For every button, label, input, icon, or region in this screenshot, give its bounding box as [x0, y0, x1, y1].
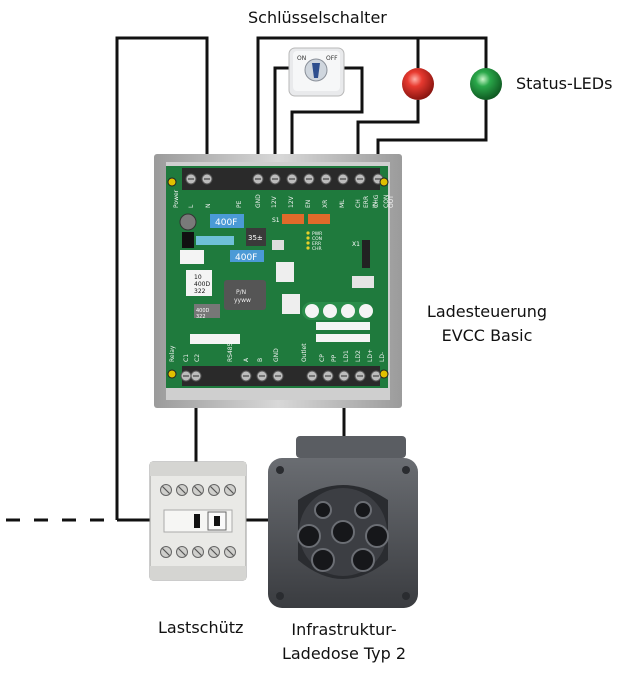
top-terminal-screws	[185, 173, 384, 185]
contactor-screw-slot	[226, 486, 234, 494]
status-leds-label: Status-LEDs	[516, 74, 613, 93]
contactor	[149, 461, 247, 581]
wire-mains-left	[115, 36, 209, 520]
terminal-label: GND	[255, 194, 262, 208]
component-label-7: yyww	[234, 297, 251, 304]
socket-pin	[365, 524, 389, 548]
terminal-label: ML	[339, 199, 346, 208]
controller-label: Ladesteuerung EVCC Basic	[412, 300, 562, 348]
terminal-label: N	[205, 204, 212, 209]
contactor-screw-slot	[162, 548, 170, 556]
terminal-label: IN	[372, 202, 379, 208]
contactor-top-screws	[160, 484, 236, 496]
terminal-label: 12V	[288, 195, 295, 208]
terminal-label: LD+	[367, 349, 374, 362]
component-label-13: CON	[312, 236, 322, 242]
component-label-15: CHR	[312, 246, 322, 252]
contactor-screw-slot	[226, 548, 234, 556]
wire-led-red	[356, 100, 420, 180]
key-switch-off-text: OFF	[326, 55, 338, 62]
socket-pins	[297, 501, 389, 572]
led-red	[402, 68, 434, 100]
controller-label-line1: Ladesteuerung	[426, 302, 548, 321]
component-label-1: 35±	[248, 234, 263, 242]
terminal-label: PP	[331, 354, 338, 362]
contactor-label: Lastschütz	[158, 618, 244, 637]
contactor-screw-slot	[210, 486, 218, 494]
led-green	[470, 68, 502, 100]
charging-socket	[268, 436, 418, 608]
socket-label-line2: Ladedose Typ 2	[281, 644, 407, 663]
terminal-label: RS485	[227, 342, 234, 362]
terminal-label: L	[188, 204, 195, 208]
terminal-label: EN	[305, 200, 312, 208]
terminal-label: LD2	[355, 350, 362, 362]
socket-pin	[311, 548, 335, 572]
component-label-3: 10	[194, 274, 202, 281]
socket-pin	[351, 548, 375, 572]
terminal-label: C2	[194, 354, 201, 362]
terminal-label: CP	[319, 354, 326, 362]
contactor-screw-slot	[178, 486, 186, 494]
terminal-label: LD1	[343, 350, 350, 362]
component-label-8: 400D	[196, 308, 210, 314]
terminal-label: CH	[355, 199, 362, 208]
wire-key-switch-b	[290, 66, 364, 180]
component-label-6: P/N	[236, 289, 246, 296]
component-label-9: 322	[196, 314, 206, 320]
socket-label-line1: Infrastruktur-	[291, 620, 397, 639]
terminal-label: Power	[173, 189, 180, 208]
contactor-screw-slot	[210, 548, 218, 556]
controller-board: 400F 35± 400F 10 400D 322 P/N yyww 400D …	[154, 154, 402, 408]
component-label-0: 400F	[215, 218, 237, 228]
key-switch: ON OFF	[288, 47, 345, 97]
terminal-label: B	[257, 358, 264, 362]
key-switch-on-text: ON	[297, 55, 306, 62]
contactor-screw-slot	[162, 486, 170, 494]
terminal-label: OUT	[388, 195, 395, 208]
terminal-label: Outlet	[301, 343, 308, 362]
terminal-label: Relay	[169, 345, 176, 362]
bottom-terminal-screws	[180, 370, 382, 382]
terminal-label: PE	[236, 200, 243, 208]
component-label-10: S1	[272, 217, 280, 224]
top-terminal-strip	[182, 168, 380, 190]
socket-pin	[331, 520, 355, 544]
wire-key-switch-a	[273, 66, 292, 180]
socket-pin	[297, 524, 321, 548]
terminal-label: C1	[183, 354, 190, 362]
component-label-14: ERR	[312, 241, 321, 247]
contactor-screw-slot	[194, 486, 202, 494]
terminal-label: CHG	[373, 194, 380, 208]
contactor-screw-slot	[178, 548, 186, 556]
contactor-bottom-screws	[160, 546, 236, 558]
socket-pin	[314, 501, 332, 519]
component-label-2: 400F	[235, 253, 257, 263]
socket-pin	[354, 501, 372, 519]
controller-label-line2: EVCC Basic	[441, 326, 533, 345]
terminal-label: ERR	[363, 196, 370, 208]
terminal-label: CON	[383, 195, 390, 208]
terminal-label: A	[243, 357, 250, 362]
contactor-screw-slot	[194, 548, 202, 556]
component-label-12: PWR	[312, 231, 322, 237]
terminal-label: XR	[322, 200, 329, 208]
component-label-11: X1	[352, 241, 360, 248]
terminal-label: 12V	[271, 195, 278, 208]
terminal-label: LD-	[379, 352, 386, 362]
component-label-4: 400D	[194, 281, 210, 288]
socket-label: Infrastruktur- Ladedose Typ 2	[264, 618, 424, 666]
component-label-5: 322	[194, 288, 206, 295]
key-switch-label: Schlüsselschalter	[248, 8, 387, 27]
terminal-label: GND	[273, 348, 280, 362]
